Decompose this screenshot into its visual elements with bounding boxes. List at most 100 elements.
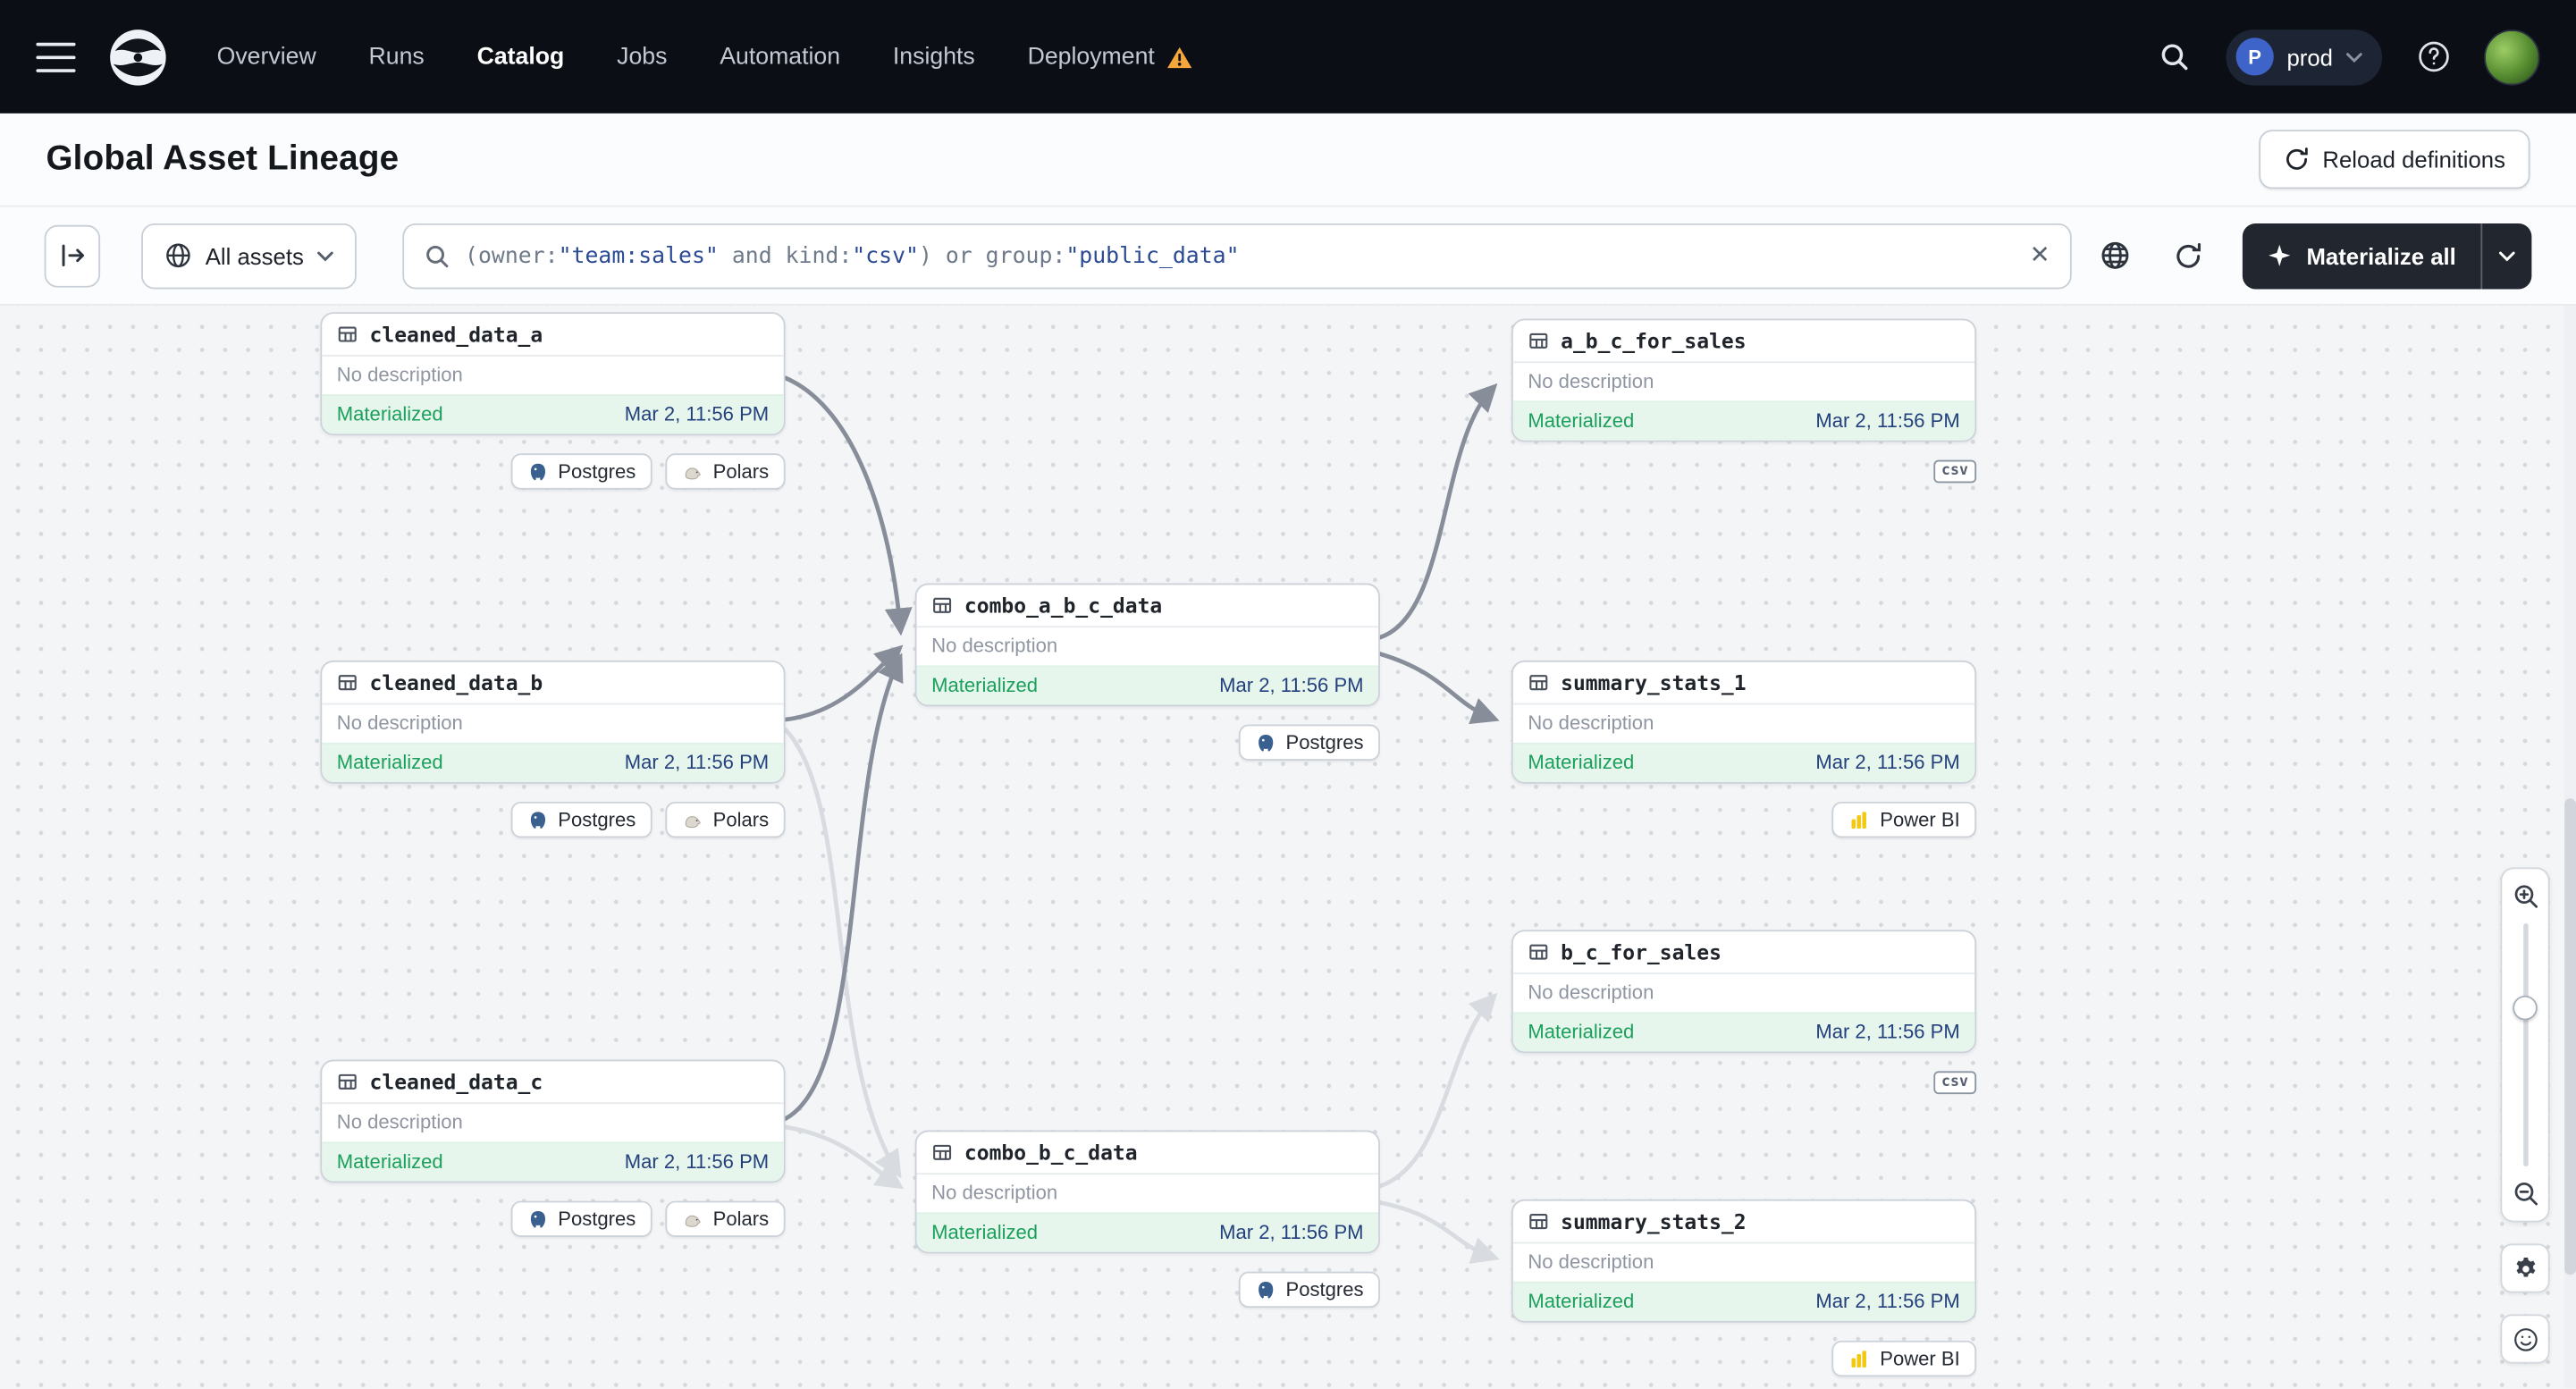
materialization-timestamp: Mar 2, 11:56 PM [1815, 1289, 1960, 1313]
nav-item-overview[interactable]: Overview [216, 43, 316, 71]
asset-status-row: Materialized Mar 2, 11:56 PM [916, 1212, 1379, 1252]
kind-tag-postgres[interactable]: Postgres [1238, 724, 1380, 761]
asset-filter-input[interactable]: (owner:"team:sales" and kind:"csv") or g… [402, 223, 2072, 289]
help-button[interactable] [2409, 32, 2458, 81]
zoom-control [2500, 867, 2550, 1223]
kind-tag-csv[interactable]: csv [1932, 459, 1977, 484]
materialize-options-button[interactable] [2480, 223, 2531, 289]
asset-node-b_c_for_sales[interactable]: b_c_for_sales No description Materialize… [1511, 930, 1977, 1054]
kind-tag-polars[interactable]: Polars [665, 453, 786, 490]
asset-node-cleaned_data_c[interactable]: cleaned_data_c No description Materializ… [320, 1059, 786, 1183]
refresh-button[interactable] [2160, 228, 2216, 283]
asset-node-combo_b_c_data[interactable]: combo_b_c_data No description Materializ… [914, 1130, 1380, 1254]
asset-node-summary_stats_1[interactable]: summary_stats_1 No description Materiali… [1511, 660, 1977, 784]
table-icon [933, 1144, 952, 1160]
refresh-icon [2176, 242, 2201, 267]
materialization-timestamp: Mar 2, 11:56 PM [1219, 673, 1364, 697]
powerbi-icon [1852, 1350, 1867, 1367]
asset-tags: Postgres Polars [320, 801, 786, 838]
asset-tags: Postgres Polars [320, 1200, 786, 1238]
nav-item-deployment[interactable]: Deployment [1028, 44, 1192, 70]
search-button[interactable] [2151, 32, 2200, 81]
materialized-status: Materialized [1528, 1020, 1635, 1044]
materialization-timestamp: Mar 2, 11:56 PM [1815, 1020, 1960, 1044]
asset-name: a_b_c_for_sales [1561, 328, 1747, 354]
kind-tag-powerbi[interactable]: Power BI [1831, 801, 1977, 838]
asset-name: cleaned_data_c [369, 1069, 543, 1095]
nav-item-jobs[interactable]: Jobs [617, 43, 668, 71]
menu-icon[interactable] [36, 41, 76, 72]
graph-settings-button[interactable] [2500, 1243, 2550, 1293]
asset-name: combo_a_b_c_data [964, 593, 1163, 619]
asset-tags: Postgres [915, 724, 1380, 761]
asset-status-row: Materialized Mar 2, 11:56 PM [1512, 742, 1975, 782]
nav-links: Overview Runs Catalog Jobs Automation In… [217, 44, 1192, 70]
zoom-out-icon[interactable] [2511, 1180, 2538, 1208]
kind-tag-powerbi[interactable]: Power BI [1831, 1340, 1977, 1377]
materialization-timestamp: Mar 2, 11:56 PM [1815, 750, 1960, 774]
materialized-status: Materialized [931, 673, 1039, 697]
tag-label: Postgres [1285, 730, 1364, 754]
materialized-status: Materialized [336, 750, 443, 774]
tag-label: Polars [712, 1207, 770, 1231]
asset-node-a_b_c_for_sales[interactable]: a_b_c_for_sales No description Materiali… [1511, 318, 1977, 442]
scrollbar-thumb[interactable] [2564, 798, 2576, 1275]
asset-node-header: cleaned_data_c [322, 1061, 784, 1105]
search-icon [426, 245, 449, 267]
asset-status-row: Materialized Mar 2, 11:56 PM [916, 665, 1379, 705]
clear-filter-icon[interactable]: ✕ [2029, 241, 2050, 270]
deployment-switcher[interactable]: P prod [2226, 29, 2383, 85]
nav-item-automation[interactable]: Automation [720, 43, 841, 71]
kind-tag-postgres[interactable]: Postgres [509, 453, 652, 490]
kind-tag-postgres[interactable]: Postgres [509, 1200, 652, 1238]
warning-icon [1166, 46, 1191, 68]
postgres-icon [1258, 1281, 1273, 1298]
asset-node-header: b_c_for_sales [1512, 931, 1975, 974]
asset-node-header: combo_a_b_c_data [916, 585, 1379, 628]
materialize-icon [2269, 244, 2291, 266]
asset-node-combo_a_b_c_data[interactable]: combo_a_b_c_data No description Material… [914, 583, 1380, 707]
materialized-status: Materialized [931, 1220, 1039, 1244]
asset-name: cleaned_data_b [369, 669, 543, 695]
chevron-down-icon [2346, 52, 2362, 62]
materialization-timestamp: Mar 2, 11:56 PM [1219, 1220, 1364, 1244]
kind-tag-csv[interactable]: csv [1932, 1071, 1977, 1095]
smiley-icon [2513, 1327, 2537, 1351]
lineage-canvas[interactable]: cleaned_data_a No description Materializ… [0, 305, 2576, 1389]
zoom-slider-handle[interactable] [2513, 995, 2538, 1021]
asset-name: b_c_for_sales [1561, 939, 1722, 964]
asset-node-cleaned_data_a[interactable]: cleaned_data_a No description Materializ… [320, 312, 786, 436]
asset-node-cleaned_data_b[interactable]: cleaned_data_b No description Materializ… [320, 660, 786, 784]
tag-label: Postgres [1285, 1277, 1364, 1301]
materialized-status: Materialized [1528, 1289, 1635, 1313]
user-avatar[interactable] [2484, 29, 2540, 85]
kind-tag-postgres[interactable]: Postgres [509, 801, 652, 838]
table-icon [1529, 1214, 1548, 1230]
nav-item-runs[interactable]: Runs [368, 43, 425, 71]
asset-description: No description [336, 711, 463, 735]
query-segment: (owner: [465, 242, 559, 269]
open-sidebar-button[interactable] [44, 223, 101, 287]
kind-tag-polars[interactable]: Polars [665, 801, 786, 838]
table-icon [1529, 675, 1548, 691]
kind-tag-postgres[interactable]: Postgres [1238, 1271, 1380, 1309]
asset-status-row: Materialized Mar 2, 11:56 PM [1512, 1012, 1975, 1052]
materialize-all-button[interactable]: Materialize all [2243, 223, 2481, 289]
asset-status-row: Materialized Mar 2, 11:56 PM [1512, 400, 1975, 441]
top-nav: Overview Runs Catalog Jobs Automation In… [0, 0, 2576, 114]
asset-tags: Power BI [1511, 1340, 1977, 1377]
zoom-in-icon[interactable] [2511, 882, 2538, 910]
filter-presets-button[interactable] [2088, 228, 2143, 283]
nav-item-insights[interactable]: Insights [892, 43, 975, 71]
tag-label: Power BI [1880, 1347, 1960, 1370]
feedback-button[interactable] [2500, 1314, 2550, 1364]
zoom-slider[interactable] [2502, 922, 2547, 1166]
reload-definitions-button[interactable]: Reload definitions [2258, 130, 2530, 189]
dagster-logo[interactable] [105, 24, 172, 90]
kind-tag-polars[interactable]: Polars [665, 1200, 786, 1238]
asset-node-summary_stats_2[interactable]: summary_stats_2 No description Materiali… [1511, 1199, 1977, 1323]
materialization-timestamp: Mar 2, 11:56 PM [624, 750, 770, 774]
asset-scope-dropdown[interactable]: All assets [141, 223, 357, 289]
vertical-scrollbar[interactable] [2564, 305, 2576, 1389]
nav-item-catalog[interactable]: Catalog [476, 43, 565, 71]
